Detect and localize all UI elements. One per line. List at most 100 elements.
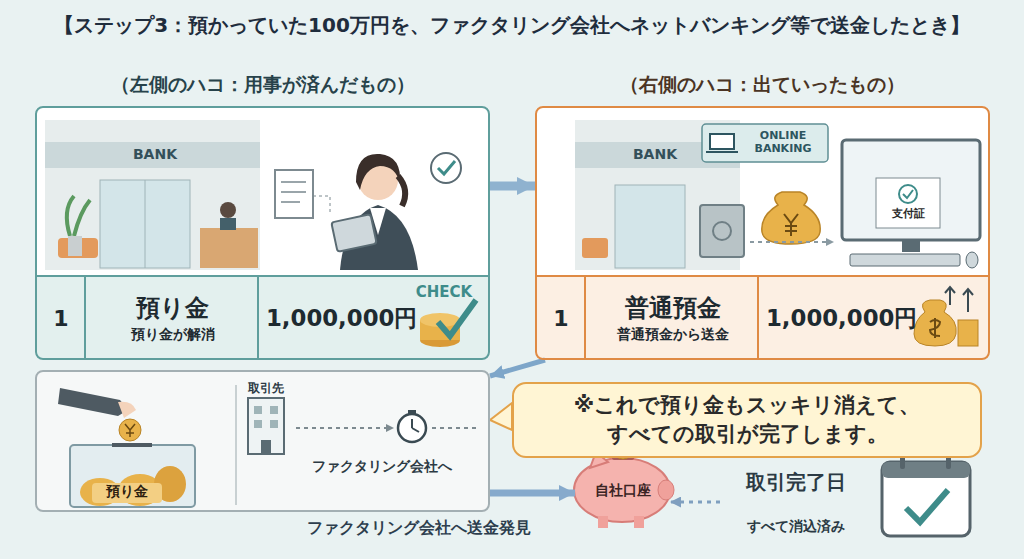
- computer-monitor: [966, 252, 978, 268]
- deposit-box: [118, 402, 136, 418]
- completion-date-text: 取引完了日: [746, 469, 846, 496]
- completion-date-text: すべて消込済み: [747, 518, 845, 536]
- flow-arrow: [490, 182, 535, 191]
- callout-bubble-text: ※これで預り金もスッキリ消えて、 すべての取引が完了します。: [528, 391, 966, 450]
- accountant-with-tablet: [281, 201, 300, 203]
- panel-fill: [757, 276, 759, 358]
- account-cell-text: 預り金: [136, 292, 209, 324]
- online-banking-badge: [710, 134, 734, 149]
- computer-monitor: [842, 140, 980, 268]
- client-building: [254, 420, 262, 428]
- calendar-icon: [906, 490, 948, 522]
- bank-sign: BANK: [100, 146, 210, 166]
- accountant-with-tablet: [356, 154, 400, 190]
- panel-fill: [35, 370, 490, 512]
- account-cell-text: 預り金が解消: [131, 326, 215, 344]
- computer-monitor: [876, 178, 940, 228]
- computer-monitor: [903, 190, 913, 198]
- deposit-box: [58, 388, 128, 416]
- computer-monitor: [842, 140, 980, 240]
- deposit-box: [125, 424, 135, 437]
- flow-arrow: [490, 490, 575, 497]
- account-panel-text: （右側のハコ：出ていったもの）: [537, 72, 988, 98]
- bank-building: [582, 238, 608, 258]
- money-bag: [826, 238, 834, 246]
- arrow-label: ファクタリング会社へ送金発見: [307, 518, 531, 539]
- deposit-tag: 預り金: [92, 483, 162, 503]
- calendar-icon: [882, 462, 970, 536]
- piggy-bank: [598, 516, 608, 528]
- client-building: [254, 406, 262, 414]
- client-building: [248, 398, 284, 454]
- accountant-with-tablet: [431, 153, 461, 183]
- client-building: [270, 420, 278, 428]
- callout-bubble: ※これで預り金もスッキリ消えて、 すべての取引が完了します。: [512, 382, 982, 458]
- accountant-with-tablet: [281, 181, 306, 183]
- coin-check-icon: [438, 300, 476, 336]
- bank-building: [713, 222, 731, 240]
- client-building: [235, 385, 237, 505]
- money-bag: [750, 192, 834, 246]
- deposit-box: [119, 419, 141, 441]
- computer-monitor: [902, 240, 920, 252]
- bank-building: [200, 228, 258, 268]
- bank-building: [45, 120, 260, 270]
- accountant-with-tablet: [275, 153, 461, 270]
- diagram-title: 【ステップ3：預かっていた100万円を、ファクタリング会社へネットバンキング等で…: [8, 12, 1016, 39]
- computer-monitor: [899, 185, 917, 203]
- panel-fill: [537, 275, 988, 277]
- piggy-bank-account-text: 自社口座: [595, 482, 651, 500]
- bank-building: [45, 120, 260, 270]
- panel-fill: [84, 276, 86, 358]
- panel-fill: [584, 276, 586, 358]
- panel-fill: [490, 403, 512, 430]
- panel-fill: [37, 276, 488, 358]
- panel-fill: [35, 106, 490, 360]
- panel-fill: [35, 106, 990, 512]
- client-building: [261, 440, 271, 454]
- client-building: [398, 414, 426, 442]
- client-building: [412, 419, 419, 432]
- client-label: 取引先: [238, 380, 294, 397]
- bank-sign: BANK: [600, 146, 710, 166]
- client-building: [270, 406, 278, 414]
- online-banking-badge: [702, 124, 828, 162]
- account-cell: 預り金預り金が解消: [87, 278, 258, 358]
- account-panel: （左側のハコ：用事が済んだもの）預り金預り金が解消1,000,000円: [35, 106, 490, 360]
- piggy-bank: [634, 516, 644, 528]
- calendar-icon: [882, 455, 970, 536]
- row-number: 1: [37, 278, 85, 358]
- account-cell-text: 普通預金から送金: [617, 326, 729, 344]
- amount-cell-text: 1,000,000円: [766, 303, 917, 334]
- money-bag: [750, 241, 828, 243]
- piggy-bank: [658, 480, 674, 500]
- panel-fill: [537, 276, 988, 358]
- deposit-box-panel-text: ファクタリング会社へ: [287, 458, 477, 476]
- flow-arrow: [490, 360, 545, 376]
- bank-building: [100, 180, 190, 268]
- bank-building: [575, 120, 744, 270]
- calendar-icon: [882, 462, 970, 478]
- bank-building: [68, 236, 82, 256]
- client-building: [408, 410, 416, 414]
- deposit-box: [112, 443, 152, 447]
- coin-growth-icon: [914, 287, 978, 346]
- online-banking-text: ONLINE BANKING: [740, 125, 826, 161]
- completion-date: 取引完了日すべて消込済み: [720, 466, 872, 538]
- coin-check-icon: [420, 300, 476, 347]
- panel-fill: [37, 275, 488, 277]
- panel-fill: [535, 106, 990, 360]
- accountant-with-tablet: [275, 170, 313, 218]
- bank-building: [145, 180, 146, 268]
- bank-building: [220, 202, 236, 218]
- coin-growth-icon: [914, 300, 956, 346]
- money-bag: [784, 214, 798, 236]
- accountant-with-tablet: [313, 196, 330, 215]
- check-tag: CHECK: [404, 283, 484, 303]
- account-panel-text: （左側のハコ：用事が済んだもの）: [37, 72, 488, 98]
- piggy-bank-account: 自社口座: [575, 462, 670, 520]
- coin-growth-icon: [958, 320, 978, 346]
